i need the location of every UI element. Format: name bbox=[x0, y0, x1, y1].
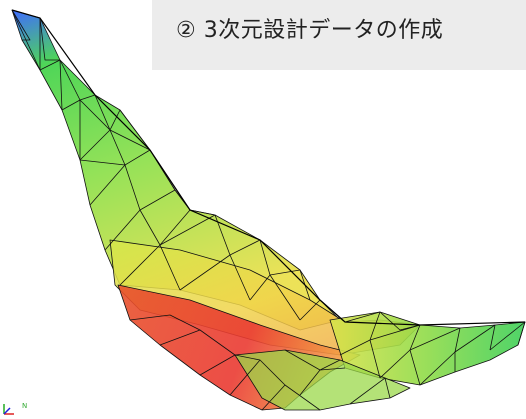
axis-z-line bbox=[3, 407, 11, 415]
axis-gizmo: N bbox=[3, 402, 27, 415]
north-label: N bbox=[22, 402, 27, 410]
terrain-surface-mesh bbox=[11, 9, 526, 411]
design-boundary-line bbox=[11, 9, 526, 326]
mesh-region-upper bbox=[11, 9, 341, 331]
title-panel: ② 3次元設計データの作成 bbox=[152, 0, 526, 70]
page-title: ② 3次元設計データの作成 bbox=[176, 18, 444, 43]
